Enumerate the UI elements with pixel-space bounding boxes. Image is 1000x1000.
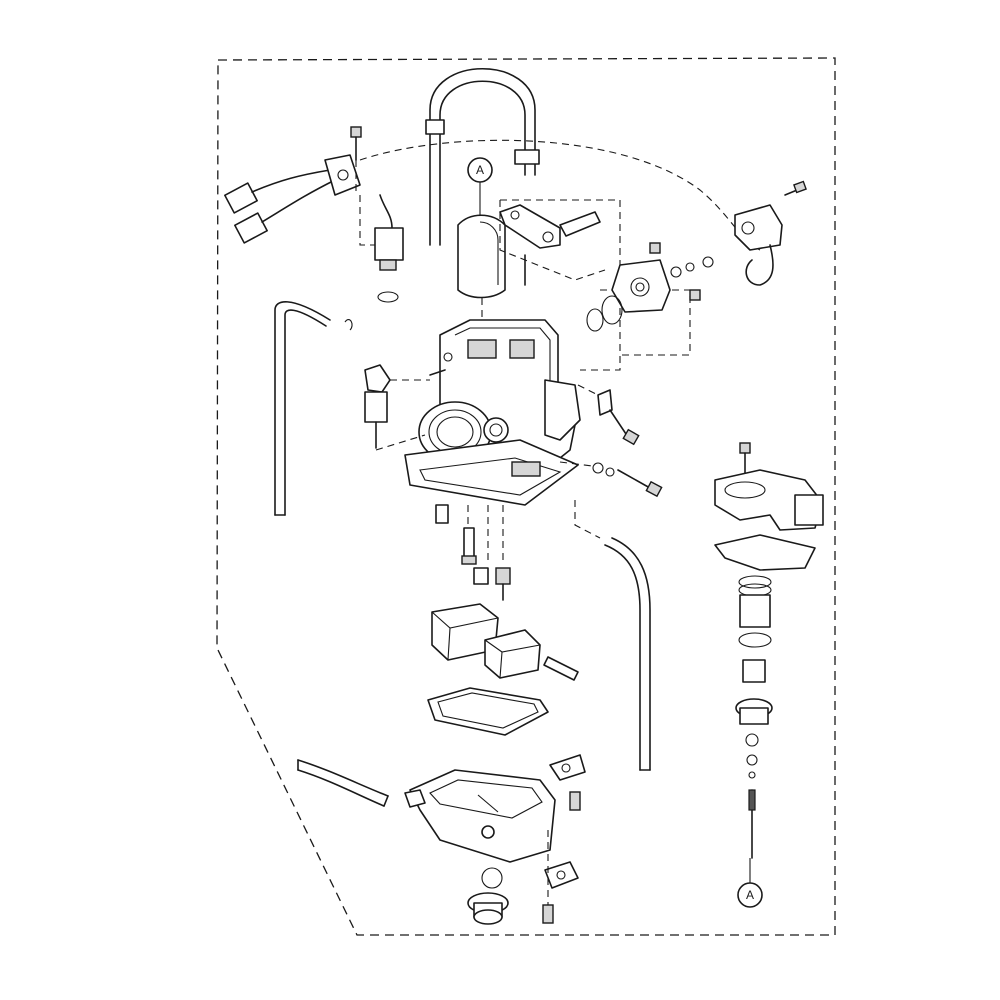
- callout-a-bottom-label: A: [746, 888, 754, 902]
- bowl-bracket-bottom: [542, 830, 579, 924]
- needle-holder: [735, 659, 773, 779]
- adjuster-screw-right: [559, 461, 663, 498]
- throttle-bracket-assembly: [586, 242, 714, 356]
- float-bowl-gasket: [427, 687, 549, 736]
- throttle-slide: [457, 214, 506, 330]
- drain-plug: [467, 892, 509, 925]
- air-screw-left: [364, 364, 430, 451]
- jet-needle: [748, 789, 756, 859]
- idle-stop-screw: [577, 384, 640, 446]
- floats: [431, 603, 579, 681]
- carburetor-body: [404, 319, 581, 506]
- fuel-hose-bottom: [297, 759, 389, 807]
- throttle-cable: [425, 68, 540, 246]
- callout-a-top-label: A: [476, 163, 484, 177]
- throttle-sensor-right: [734, 180, 807, 286]
- callout-a-top: A: [467, 157, 493, 220]
- bolt-top-left: [350, 126, 362, 195]
- float-bowl: [404, 769, 556, 889]
- callout-a-bottom: A: [737, 858, 763, 908]
- slide-cap-gasket: [714, 534, 816, 571]
- assembly-boundary: [216, 57, 836, 936]
- slide-top-cap: [714, 442, 824, 531]
- vent-hose-left: [274, 301, 353, 516]
- slide-spring: [738, 575, 772, 648]
- wire-harness-connectors: [224, 154, 361, 244]
- jet-stack: [435, 504, 511, 601]
- sensor-plug-left: [359, 194, 404, 303]
- bowl-bracket-top: [549, 754, 586, 811]
- overflow-hose-right: [574, 500, 651, 771]
